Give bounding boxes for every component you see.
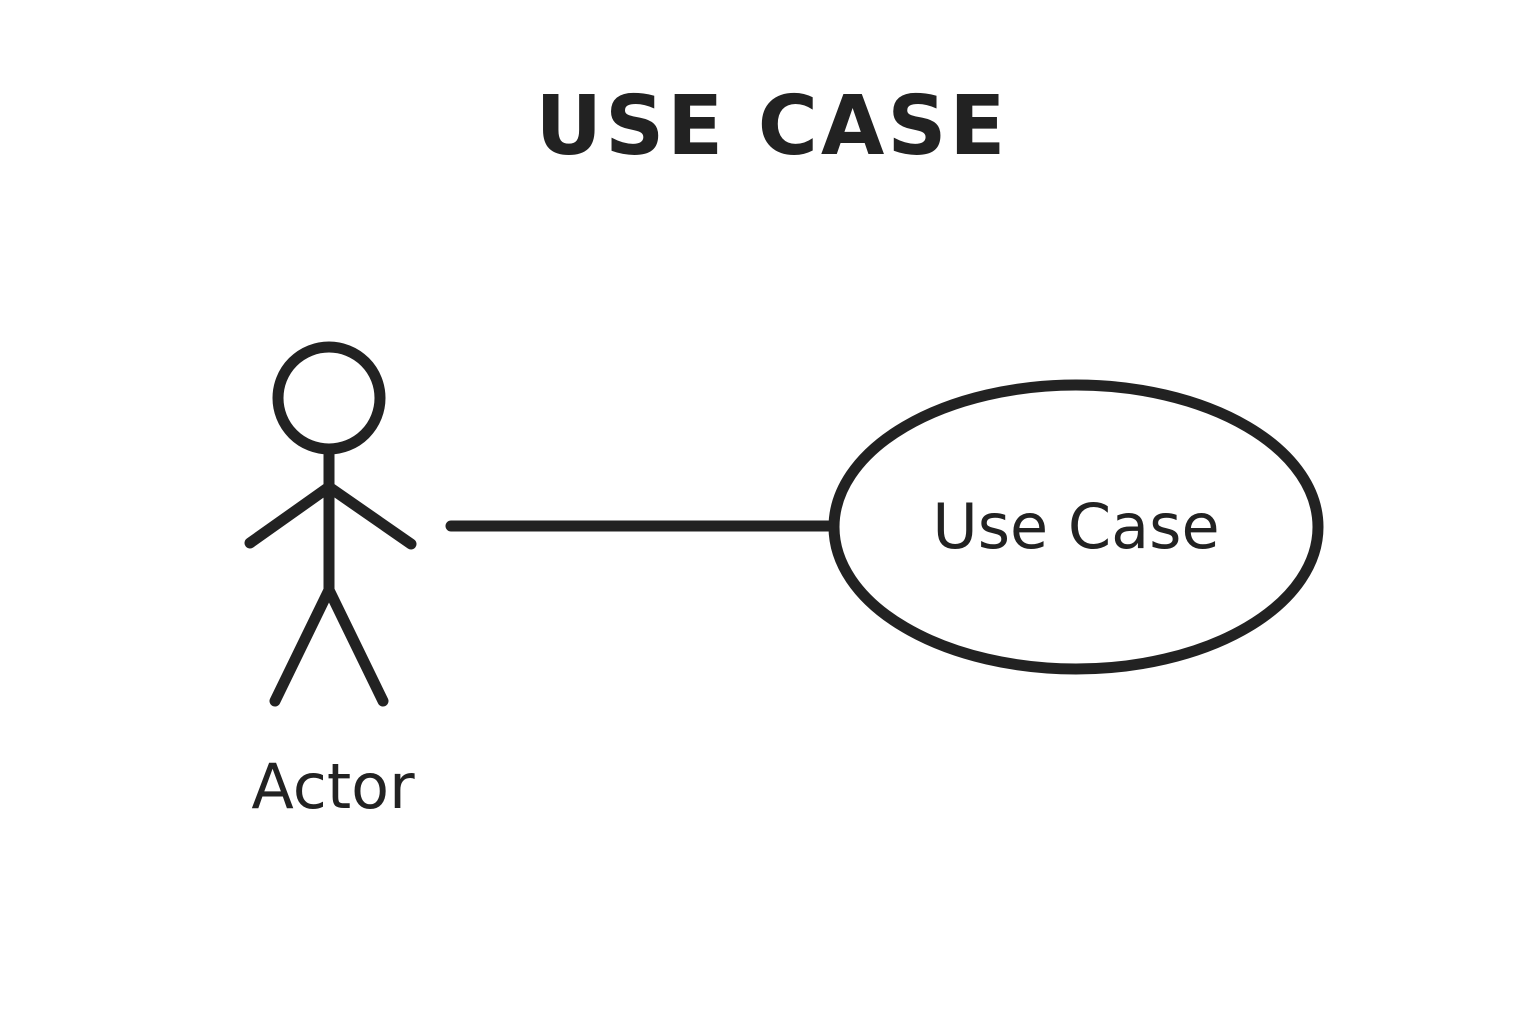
use-case-label: Use Case [932,490,1219,563]
actor[interactable]: Actor [244,341,417,823]
use-case-ellipse [828,379,1324,675]
actor-label: Actor [251,750,415,823]
actor-head [272,341,386,455]
use-case[interactable]: Use Case [828,379,1324,675]
actor-arms [244,481,417,550]
diagram-title: USE CASE [536,79,1009,174]
stick-figure-icon [244,341,417,707]
actor-legs [269,584,389,707]
